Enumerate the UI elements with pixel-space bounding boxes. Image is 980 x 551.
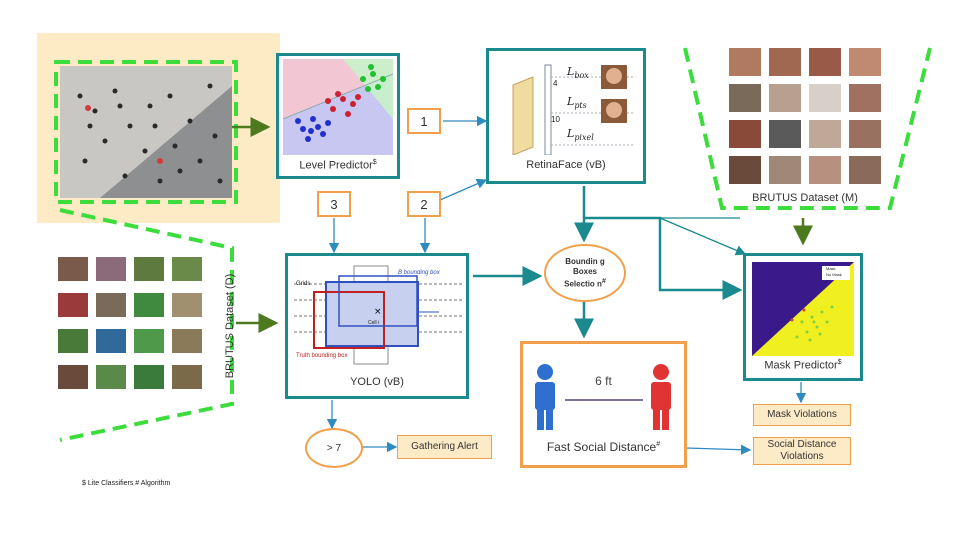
svg-text:×: × xyxy=(374,307,382,317)
loss-pts: Lpts xyxy=(567,95,587,111)
social-distance-label: Fast Social Distance# xyxy=(546,440,661,454)
threshold-node: > 7 xyxy=(305,428,363,468)
mask-legend-1: Mask xyxy=(826,266,836,271)
social-distance-violations: Social Distance Violations xyxy=(753,437,851,465)
mask-predictor-label: Mask Predictor$ xyxy=(764,359,842,372)
social-distance-figures xyxy=(535,364,671,430)
loss-pixel: Lpixel xyxy=(567,127,594,143)
brutus-m-grid xyxy=(728,47,888,187)
teal-arrows xyxy=(473,186,743,339)
olive-arrows xyxy=(232,117,813,333)
gathering-alert: Gathering Alert xyxy=(397,435,492,459)
footnote: $ Lite Classifiers # Algorithm xyxy=(82,480,171,487)
step-2: 2 xyxy=(407,191,441,217)
retinaface-num-4: 4 xyxy=(553,79,558,88)
social-distance-box: 6 ft Fast Social Distance# xyxy=(520,341,687,468)
level-predictor-box: Level Predictor$ xyxy=(276,53,400,179)
social-distance-value: 6 ft xyxy=(595,374,612,388)
mask-violations: Mask Violations xyxy=(753,404,851,426)
brutus-d-label: BRUTUS Dataset (D) xyxy=(224,273,236,379)
mask-legend-2: No Mask xyxy=(826,272,842,277)
yolo-diagram: × xyxy=(294,265,464,365)
level-predictor-chart xyxy=(283,59,393,155)
step-3: 3 xyxy=(317,191,351,217)
retinaface-box: Lbox Lpts Lpixel 4 10 RetinaFace (vB) xyxy=(486,48,646,184)
blue-arrows xyxy=(326,115,807,455)
bbox-selection-node: Boundin g Boxes Selectio n# xyxy=(544,244,626,302)
yolo-label: YOLO (vB) xyxy=(350,376,404,388)
retinaface-label: RetinaFace (vB) xyxy=(526,159,606,171)
yolo-cell-label: Cell i xyxy=(368,320,380,326)
yolo-bbox-label: B bounding box xyxy=(398,270,440,276)
mask-predictor-chart xyxy=(752,262,854,356)
crowd-aerial-image xyxy=(60,66,232,198)
brutus-m-label: BRUTUS Dataset (M) xyxy=(752,192,858,204)
yolo-grids-label: Grids xyxy=(296,281,311,287)
retinaface-num-10: 10 xyxy=(551,115,560,124)
loss-box: Lbox xyxy=(567,65,589,81)
mask-predictor-box: Mask No Mask Mask Predictor$ xyxy=(743,253,863,381)
yolo-box: × Grids B bounding box Cell i Truth boun… xyxy=(285,253,469,399)
yolo-truth-label: Truth bounding box xyxy=(296,353,348,359)
retinaface-diagram xyxy=(512,64,633,155)
dashed-boundaries xyxy=(54,47,932,442)
bbox-selection-label: Boundin g Boxes Selectio n xyxy=(564,256,605,289)
level-predictor-label: Level Predictor$ xyxy=(299,159,377,172)
step-1: 1 xyxy=(407,108,441,134)
brutus-d-grid xyxy=(57,256,207,396)
threshold-label: > 7 xyxy=(326,442,342,454)
